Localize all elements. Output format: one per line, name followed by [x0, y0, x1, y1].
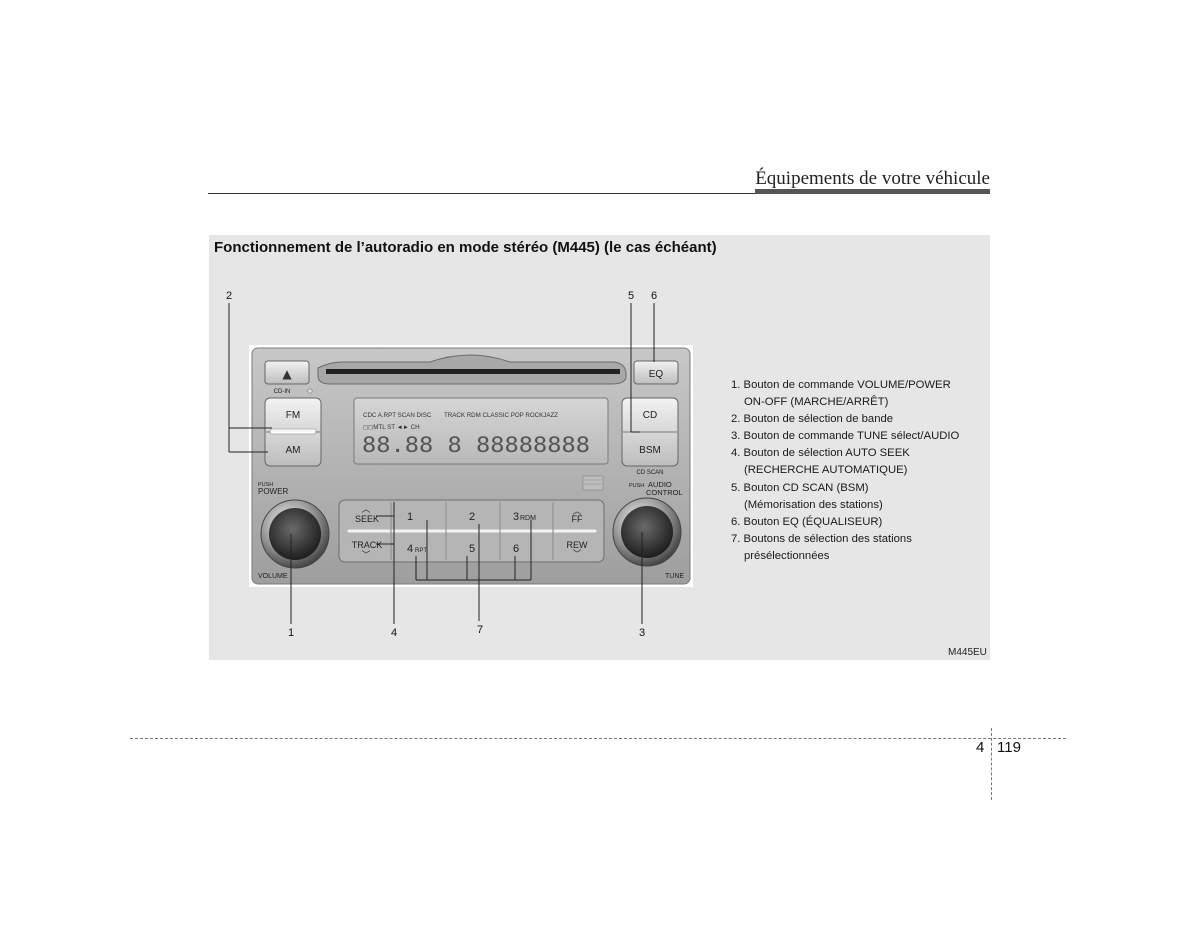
description-line: 7. Boutons de sélection des stations	[731, 532, 912, 545]
eject-button[interactable]	[264, 360, 310, 385]
volume-label: VOLUME	[258, 573, 288, 580]
description-list: 1. Bouton de commande VOLUME/POWER ON-OF…	[731, 377, 981, 565]
ff-up-icon: ︿	[572, 506, 581, 516]
seek-up-icon: ︿	[361, 504, 370, 514]
description-line: ON-OFF (MARCHE/ARRÊT)	[744, 396, 889, 409]
lcd-indicators-left: CDC A.RPT SCAN DISC	[363, 412, 432, 419]
description-line: 3. Bouton de commande TUNE sélect/AUDIO	[731, 430, 960, 443]
track-down-icon: ﹀	[361, 550, 370, 560]
volume-knob-core	[269, 508, 321, 560]
callout-6: 6	[651, 290, 657, 302]
power-label: POWER	[258, 487, 288, 496]
preset-5-button[interactable]: 5	[469, 543, 475, 555]
cd-button[interactable]: CD	[643, 410, 657, 421]
callout-1: 1	[288, 627, 294, 639]
section-title: Fonctionnement de l’autoradio en mode st…	[214, 239, 717, 256]
rew-down-icon: ﹀	[572, 549, 581, 559]
description-line: 5. Bouton CD SCAN (BSM)	[731, 481, 869, 494]
cd-scan-label: CD SCAN	[636, 470, 663, 476]
eq-label: EQ	[649, 369, 664, 380]
eject-icon: ▲	[282, 367, 292, 381]
description-line: 1. Bouton de commande VOLUME/POWER	[731, 379, 951, 391]
preset-4-button[interactable]: 4	[407, 543, 413, 555]
cd-in-indicator	[307, 388, 313, 394]
am-button[interactable]: AM	[286, 445, 301, 456]
control-label: CONTROL	[646, 488, 683, 497]
callout-7: 7	[477, 624, 483, 636]
eq-button[interactable]	[633, 360, 679, 385]
track-button[interactable]: TRACK	[352, 540, 383, 550]
description-line: présélectionnées	[744, 549, 830, 562]
description-line: (RECHERCHE AUTOMATIQUE)	[744, 464, 908, 477]
preset-3-sub-label: RDM	[520, 515, 536, 522]
description-line: (Mémorisation des stations)	[744, 498, 883, 511]
callout-2: 2	[226, 290, 232, 302]
callout-4: 4	[391, 627, 397, 639]
footer-rule	[130, 738, 1066, 739]
page-number: 119	[997, 739, 1021, 756]
figure-code: M445EU	[948, 647, 987, 658]
push-audio-small-label: PUSH	[629, 483, 644, 489]
cd-in-label: CD-IN	[274, 389, 291, 395]
rew-button[interactable]: REW	[567, 540, 589, 550]
cd-slot[interactable]	[326, 369, 620, 374]
callout-lines	[228, 303, 655, 624]
lcd-indicators-right: TRACK RDM CLASSIC POP ROCKJAZZ	[444, 412, 558, 419]
callout-3: 3	[639, 627, 645, 639]
audio-label: AUDIO	[648, 480, 672, 489]
push-power-small-label: PUSH	[258, 482, 273, 488]
preset-1-button[interactable]: 1	[407, 511, 413, 523]
description-line: 4. Bouton de sélection AUTO SEEK	[731, 447, 910, 460]
preset-4-sub-label: RPT	[415, 548, 427, 554]
lcd-indicators-row2: ◻◻MTL ST ◄► CH	[363, 424, 420, 431]
description-line: 6. Bouton EQ (ÉQUALISEUR)	[731, 515, 883, 528]
lcd-digits: 88.88 8 88888888	[362, 433, 590, 457]
bsm-button[interactable]: BSM	[639, 445, 661, 456]
ff-button[interactable]: FF	[572, 514, 583, 524]
preset-3-button[interactable]: 3	[513, 511, 519, 523]
tune-label: TUNE	[665, 573, 684, 580]
fm-button[interactable]: FM	[286, 410, 300, 421]
running-header-title: Équipements de votre véhicule	[755, 168, 990, 189]
header-rule	[208, 193, 990, 194]
preset-6-button[interactable]: 6	[513, 543, 519, 555]
footer-divider	[991, 728, 992, 800]
disc-logo-icon	[582, 475, 604, 491]
tune-knob-core	[621, 506, 673, 558]
preset-2-button[interactable]: 2	[469, 511, 475, 523]
callout-5: 5	[628, 290, 634, 302]
description-line: 2. Bouton de sélection de bande	[731, 413, 894, 426]
lcd-display	[353, 397, 609, 465]
seek-button[interactable]: SEEK	[355, 514, 379, 524]
header-bar	[755, 189, 990, 194]
band-indicator	[269, 428, 317, 435]
page-chapter: 4	[976, 739, 985, 756]
